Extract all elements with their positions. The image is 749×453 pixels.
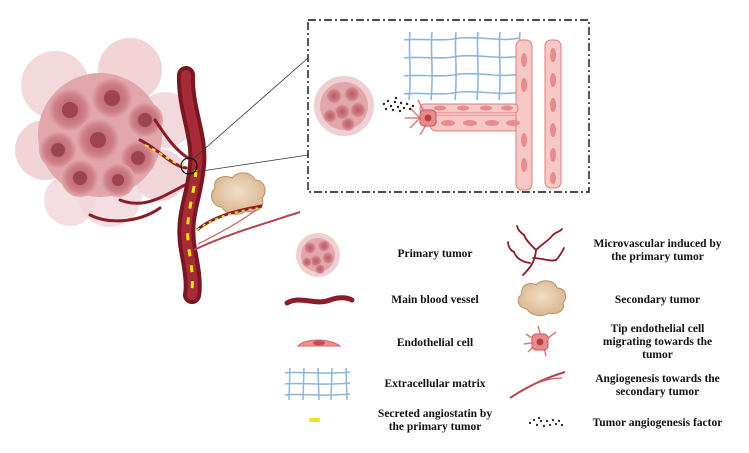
legend-label-secondary-tumor: Secondary tumor	[614, 294, 701, 306]
legend-label-primary-tumor: Primary tumor	[397, 248, 473, 260]
legend-label-extracellular-matrix: Extracellular matrix	[384, 378, 486, 390]
zoom-indicator	[180, 57, 309, 175]
legend-main-blood-vessel-icon	[284, 295, 355, 306]
legend-label-secreted-angiostatin: Secreted angiostatin by the primary tumo…	[377, 408, 493, 433]
tip-endothelial-cell-zoom	[405, 99, 437, 136]
legend-angiostatin-icon	[309, 418, 320, 422]
legend-angiogenesis-factor-icon	[528, 416, 564, 428]
legend-tip-endothelial-icon	[523, 325, 557, 357]
legend-label-endothelial-cell: Endothelial cell	[396, 337, 474, 349]
legend-secondary-tumor-icon	[517, 280, 567, 317]
secondary-tumor-scene	[211, 172, 266, 215]
angiogenesis-branches	[193, 204, 301, 251]
endothelial-vessel-zoom	[419, 39, 562, 191]
legend-label-tip-endothelial: Tip endothelial cell migrating towards t…	[602, 323, 713, 361]
legend-primary-tumor-icon	[296, 233, 340, 277]
tumor-microvessels	[88, 118, 190, 223]
legend-microvascular-icon	[507, 225, 565, 276]
legend-endothelial-cell-icon	[296, 339, 342, 347]
legend-label-microvascular: Microvascular induced by the primary tum…	[593, 238, 722, 263]
legend-angiogenesis-icon	[509, 371, 566, 399]
legend-label-angiogenesis-factor: Tumor angiogenesis factor	[592, 417, 723, 429]
main-blood-vessel	[176, 66, 207, 304]
primary-tumor-zoom	[314, 76, 374, 136]
legend-label-angiogenesis-secondary: Angiogenesis towards the secondary tumor	[595, 373, 720, 398]
angiogenesis-factor-zoom	[382, 96, 415, 113]
primary-tumor-large	[15, 38, 193, 227]
legend-extracellular-matrix-icon	[284, 367, 351, 401]
legend-label-main-blood-vessel: Main blood vessel	[391, 294, 479, 306]
